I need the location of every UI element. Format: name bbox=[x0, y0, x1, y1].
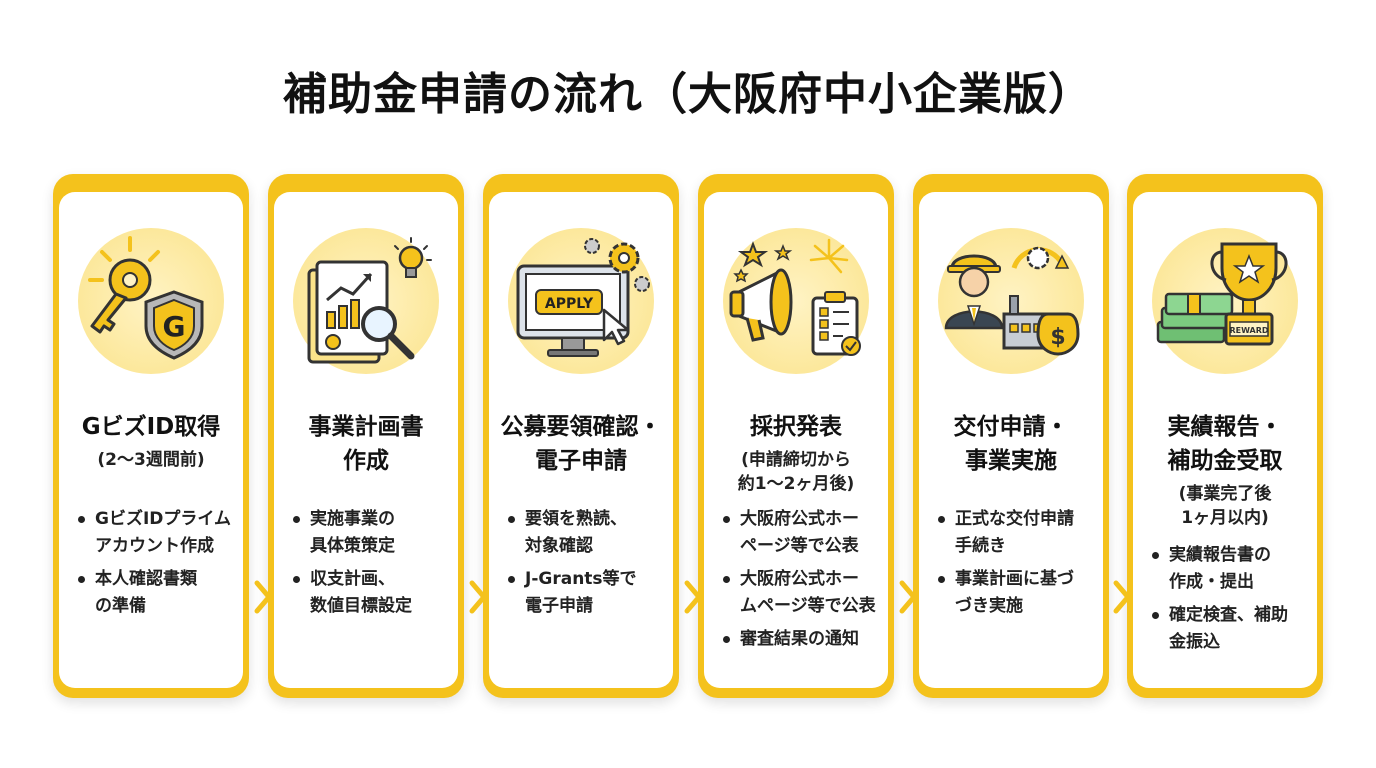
step-subtitle: (事業完了後 1ヶ月以内) bbox=[1178, 484, 1272, 528]
key-shield-icon: G bbox=[78, 228, 224, 374]
chevron-right-icon bbox=[254, 580, 272, 614]
step-subtitle: (申請締切から 約1〜2ヶ月後) bbox=[737, 450, 855, 494]
process-steps: G GビズID取得 (2〜3週間前) GビズIDプライム アカウント作成 本人確… bbox=[53, 174, 1323, 698]
bullet-item: 大阪府公式ホー ムページ等で公表 bbox=[720, 566, 882, 620]
step-title: 採択発表 bbox=[750, 414, 842, 440]
chevron-right-icon bbox=[469, 580, 487, 614]
trophy-reward-icon: REWARD bbox=[1152, 228, 1298, 374]
step-bullets: 実施事業の 具体策策定 収支計画、 数値目標設定 bbox=[290, 506, 452, 626]
step-card-report-receipt: REWARD 実績報告・ 補助金受取 (事業完了後 1ヶ月以内) 実績報告書の … bbox=[1127, 174, 1323, 698]
step-bullets: 正式な交付申請 手続き 事業計画に基づ づき実施 bbox=[935, 506, 1097, 626]
bullet-item: 収支計画、 数値目標設定 bbox=[290, 566, 452, 620]
step-bullets: 要領を熟読、 対象確認 J-Grants等で 電子申請 bbox=[505, 506, 667, 626]
bullet-item: GビズIDプライム アカウント作成 bbox=[75, 506, 237, 560]
step-bullets: 実績報告書の 作成・提出 確定検査、補助 金振込 bbox=[1149, 542, 1311, 662]
page-title: 補助金申請の流れ（大阪府中小企業版） bbox=[283, 69, 1093, 120]
reward-label: REWARD bbox=[1229, 326, 1268, 335]
bullet-item: 確定検査、補助 金振込 bbox=[1149, 602, 1311, 656]
bullet-item: 大阪府公式ホー ページ等で公表 bbox=[720, 506, 882, 560]
bullet-item: 審査結果の通知 bbox=[720, 626, 882, 653]
svg-text:$: $ bbox=[1050, 325, 1065, 350]
step-card-e-application: APPLY 公募要領確認・ 電子申請 要領を熟読、 対象確認 J-Grants等… bbox=[483, 174, 679, 698]
bullet-item: 実績報告書の 作成・提出 bbox=[1149, 542, 1311, 596]
chevron-right-icon bbox=[684, 580, 702, 614]
bullet-item: 本人確認書類 の準備 bbox=[75, 566, 237, 620]
chevron-right-icon bbox=[899, 580, 917, 614]
bullet-item: 正式な交付申請 手続き bbox=[935, 506, 1097, 560]
step-card-business-plan: 事業計画書 作成 実施事業の 具体策策定 収支計画、 数値目標設定 bbox=[268, 174, 464, 698]
step-card-adoption-announcement: 採択発表 (申請締切から 約1〜2ヶ月後) 大阪府公式ホー ページ等で公表 大阪… bbox=[698, 174, 894, 698]
bullet-item: 要領を熟読、 対象確認 bbox=[505, 506, 667, 560]
apply-label: APPLY bbox=[545, 296, 594, 312]
step-card-grant-application: $ 交付申請・ 事業実施 正式な交付申請 手続き 事業計画に基づ づき実施 bbox=[913, 174, 1109, 698]
step-bullets: GビズIDプライム アカウント作成 本人確認書類 の準備 bbox=[75, 506, 237, 626]
step-bullets: 大阪府公式ホー ページ等で公表 大阪府公式ホー ムページ等で公表 審査結果の通知 bbox=[720, 506, 882, 659]
bullet-item: J-Grants等で 電子申請 bbox=[505, 566, 667, 620]
step-title: GビズID取得 bbox=[81, 414, 221, 440]
bullet-item: 事業計画に基づ づき実施 bbox=[935, 566, 1097, 620]
step-title: 交付申請・ 事業実施 bbox=[953, 414, 1069, 474]
chevron-right-icon bbox=[1113, 580, 1131, 614]
step-subtitle: (2〜3週間前) bbox=[97, 450, 205, 470]
bullet-item: 実施事業の 具体策策定 bbox=[290, 506, 452, 560]
computer-apply-icon: APPLY bbox=[508, 228, 654, 374]
svg-text:G: G bbox=[163, 310, 186, 343]
worker-factory-money-icon: $ bbox=[938, 228, 1084, 374]
step-card-gbiz-id: G GビズID取得 (2〜3週間前) GビズIDプライム アカウント作成 本人確… bbox=[53, 174, 249, 698]
megaphone-announcement-icon bbox=[723, 228, 869, 374]
step-title: 実績報告・ 補助金受取 bbox=[1167, 414, 1283, 474]
business-plan-document-icon bbox=[293, 228, 439, 374]
step-title: 事業計画書 作成 bbox=[308, 414, 424, 474]
step-title: 公募要領確認・ 電子申請 bbox=[500, 414, 662, 474]
